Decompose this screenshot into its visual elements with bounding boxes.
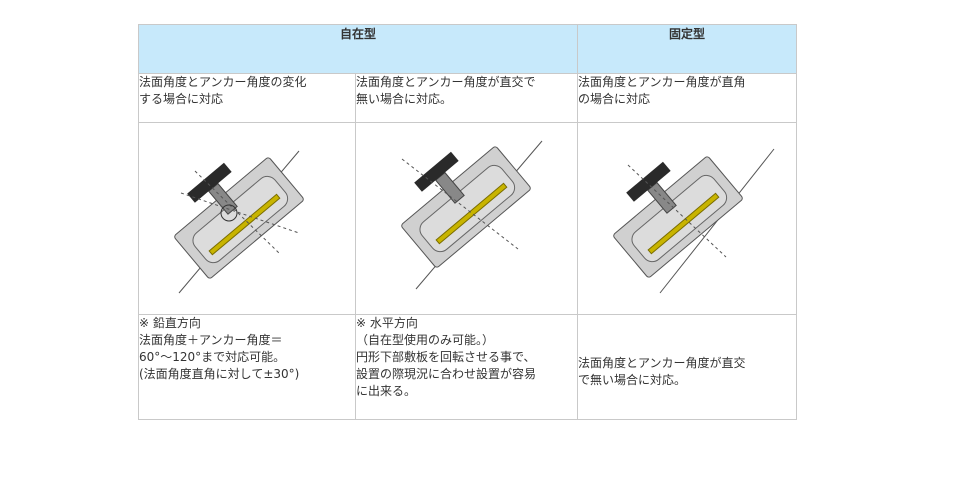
row3-col3: 法面角度とアンカー角度が直交 で無い場合に対応。	[577, 314, 798, 420]
row3-col1: ※ 鉛直方向 法面角度＋アンカー角度＝ 60°～120°まで対応可能。 (法面角…	[138, 314, 356, 420]
text-line: 円形下部敷板を回転させる事で、	[356, 350, 536, 364]
text-line: 法面角度とアンカー角度が直交で	[356, 75, 536, 89]
row1-col3: 法面角度とアンカー角度が直角 の場合に対応	[577, 73, 798, 123]
text-line: 無い場合に対応。	[356, 92, 453, 106]
text-line: で無い場合に対応。	[578, 373, 687, 387]
row1-col2: 法面角度とアンカー角度が直交で 無い場合に対応。	[354, 73, 579, 123]
text-line: 法面角度とアンカー角度が直交	[578, 356, 746, 370]
diagram-self-horizontal	[354, 122, 579, 315]
text-line: 60°～120°まで対応可能。	[139, 350, 286, 364]
anchor-diagram-illustration	[401, 140, 543, 290]
text-line: （自在型使用のみ可能。）	[356, 333, 495, 347]
anchor-diagram-illustration	[174, 150, 304, 294]
anchor-diagram-illustration	[613, 148, 775, 294]
text-line: 設置の際現況に合わせ設置が容易	[356, 367, 537, 381]
header-fixed-type: 固定型	[577, 24, 798, 74]
anchor-type-table: 自在型 固定型 法面角度とアンカー角度の変化 する場合に対応 法面角度とアンカー…	[137, 24, 798, 420]
row3-col2: ※ 水平方向 （自在型使用のみ可能。） 円形下部敷板を回転させる事で、 設置の際…	[354, 314, 579, 420]
text-line: 法面角度＋アンカー角度＝	[139, 333, 283, 347]
text-line: 法面角度とアンカー角度が直角	[578, 75, 746, 89]
text-line: 法面角度とアンカー角度の変化	[139, 75, 307, 89]
diagram-self-vertical	[138, 122, 356, 315]
text-line: ※ 水平方向	[356, 316, 418, 330]
text-line: の場合に対応	[578, 92, 651, 106]
row1-col1: 法面角度とアンカー角度の変化 する場合に対応	[138, 73, 356, 123]
text-line: に出来る。	[356, 384, 417, 398]
text-line: (法面角度直角に対して±30°)	[139, 367, 300, 381]
diagram-fixed	[577, 122, 798, 315]
text-line: する場合に対応	[139, 92, 224, 106]
text-line: ※ 鉛直方向	[139, 316, 201, 330]
header-self-type: 自在型	[137, 24, 579, 74]
